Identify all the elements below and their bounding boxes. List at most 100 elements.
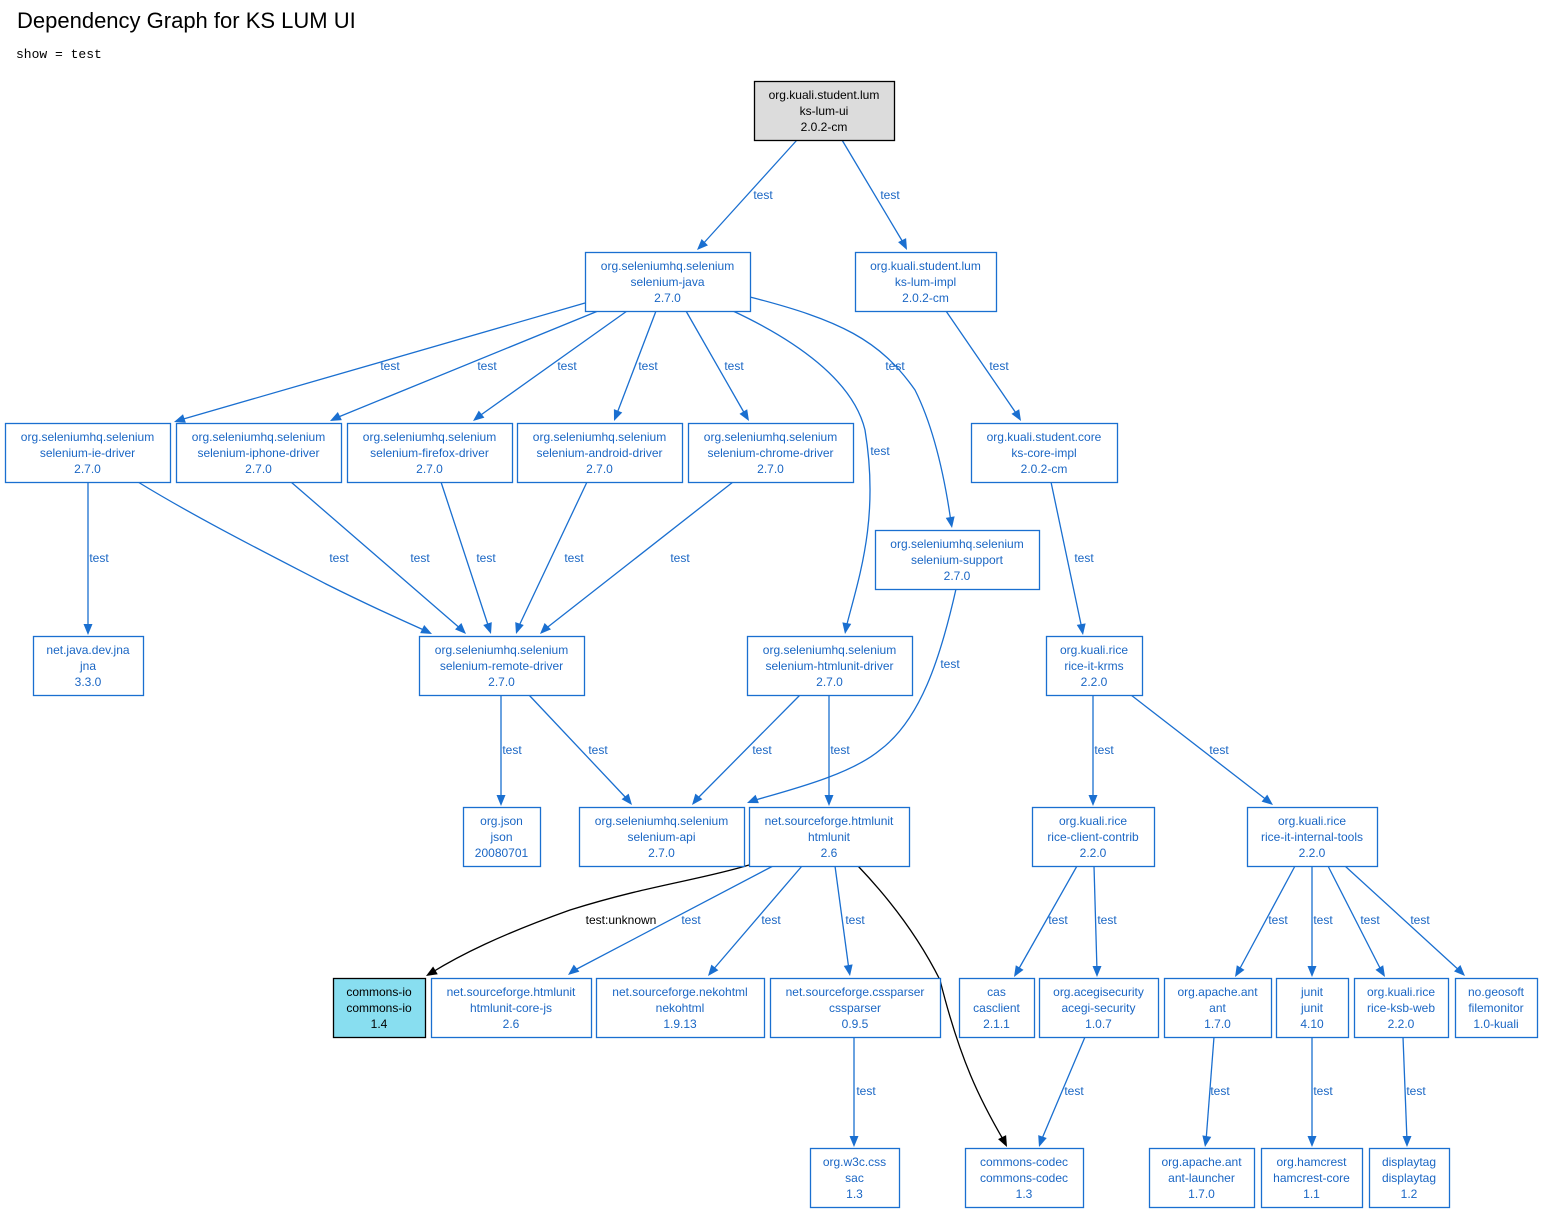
node-support[interactable]: org.seleniumhq.seleniumselenium-support2… <box>874 529 1041 591</box>
edge-label: test <box>588 743 608 757</box>
edge-htmlunitdrv-to-selapi: test <box>692 694 801 805</box>
edge-line <box>477 310 628 418</box>
node-artifact-id: ks-lum-impl <box>895 275 956 289</box>
node-artifact-id: filemonitor <box>1468 1001 1523 1015</box>
node-group-id: org.acegisecurity <box>1053 985 1144 999</box>
node-group-id: net.sourceforge.cssparser <box>786 985 925 999</box>
node-artifact-id: displaytag <box>1382 1171 1436 1185</box>
edge-line <box>711 865 803 972</box>
node-artifact-id: selenium-remote-driver <box>440 659 563 673</box>
edge-label: test <box>638 359 658 373</box>
edge-label: test <box>940 657 960 671</box>
node-inttools[interactable]: org.kuali.ricerice-it-internal-tools2.2.… <box>1246 806 1379 868</box>
edge-arrowhead <box>708 964 719 976</box>
node-coreimpl[interactable]: org.kuali.student.coreks-core-impl2.0.2-… <box>970 422 1119 484</box>
node-version: 2.7.0 <box>654 291 681 305</box>
edge-line <box>179 302 586 421</box>
node-android[interactable]: org.seleniumhq.seleniumselenium-android-… <box>516 422 684 484</box>
edge-android-to-remote: test <box>515 481 588 634</box>
edge-arrowhead <box>842 622 852 634</box>
edge-cssparser-to-sac: test <box>849 1037 876 1147</box>
node-group-id: net.sourceforge.htmlunit <box>447 985 576 999</box>
node-version: 1.4 <box>371 1017 388 1031</box>
node-group-id: org.kuali.rice <box>1278 814 1346 828</box>
node-corejs[interactable]: net.sourceforge.htmlunithtmlunit-core-js… <box>430 977 593 1039</box>
edge-arrowhead <box>496 795 506 806</box>
node-htmlunitdrv[interactable]: org.seleniumhq.seleniumselenium-htmlunit… <box>746 635 914 697</box>
node-version: 0.9.5 <box>842 1017 869 1031</box>
node-iedrv[interactable]: org.seleniumhq.seleniumselenium-ie-drive… <box>4 422 172 484</box>
node-seljava[interactable]: org.seleniumhq.seleniumselenium-java2.7.… <box>584 251 752 313</box>
node-artifact-id: selenium-api <box>627 830 695 844</box>
edge-clientcontrib-to-cas: test <box>1014 865 1078 977</box>
node-artifact-id: selenium-ie-driver <box>40 446 135 460</box>
edge-acegi-to-codec: test <box>1038 1036 1086 1147</box>
edge-arrowhead <box>1402 1136 1412 1147</box>
edge-label: test <box>880 188 900 202</box>
edge-label: test <box>989 359 1009 373</box>
edge-clientcontrib-to-acegi: test <box>1092 865 1117 977</box>
edge-label: test <box>1360 913 1380 927</box>
node-box <box>970 422 1119 484</box>
node-group-id: org.seleniumhq.selenium <box>595 814 728 828</box>
node-group-id: org.kuali.rice <box>1367 985 1435 999</box>
edge-label: test <box>1048 913 1068 927</box>
node-version: 2.0.2-cm <box>902 291 949 305</box>
node-iphone[interactable]: org.seleniumhq.seleniumselenium-iphone-d… <box>175 422 343 484</box>
node-artifact-id: casclient <box>973 1001 1020 1015</box>
node-artifact-id: selenium-htmlunit-driver <box>765 659 893 673</box>
edge-krms-to-inttools: test <box>1130 694 1273 805</box>
node-box <box>1038 977 1160 1039</box>
edge-line <box>751 588 957 802</box>
node-artifact-id: rice-client-contrib <box>1047 830 1139 844</box>
edge-remote-to-selapi: test <box>528 694 632 805</box>
node-version: 1.7.0 <box>1204 1017 1231 1031</box>
node-remote[interactable]: org.seleniumhq.seleniumselenium-remote-d… <box>418 635 586 697</box>
edge-arrowhead <box>515 622 524 634</box>
edge-label: test <box>870 444 890 458</box>
edge-arrowhead <box>1088 795 1098 806</box>
node-artifact-id: selenium-chrome-driver <box>707 446 833 460</box>
node-group-id: org.apache.ant <box>1177 985 1258 999</box>
node-group-id: commons-io <box>346 985 412 999</box>
edge-line <box>335 310 599 419</box>
node-artifact-id: selenium-java <box>630 275 704 289</box>
node-box <box>854 251 998 313</box>
edge-line <box>440 481 490 629</box>
node-chrome[interactable]: org.seleniumhq.seleniumselenium-chrome-d… <box>687 422 855 484</box>
node-firefox[interactable]: org.seleniumhq.seleniumselenium-firefox-… <box>346 422 514 484</box>
node-artifact-id: ks-core-impl <box>1011 446 1076 460</box>
edge-arrowhead <box>330 412 342 421</box>
edge-arrowhead <box>1235 965 1245 977</box>
edge-label: test <box>477 359 497 373</box>
edge-arrowhead <box>1307 966 1317 977</box>
edge-label: test <box>724 359 744 373</box>
node-artifact-id: acegi-security <box>1061 1001 1135 1015</box>
edge-inttools-to-ant: test <box>1235 865 1296 977</box>
edge-seljava-to-iedrv: test <box>174 302 586 423</box>
edge-ant-to-antlauncher: test <box>1202 1036 1230 1147</box>
